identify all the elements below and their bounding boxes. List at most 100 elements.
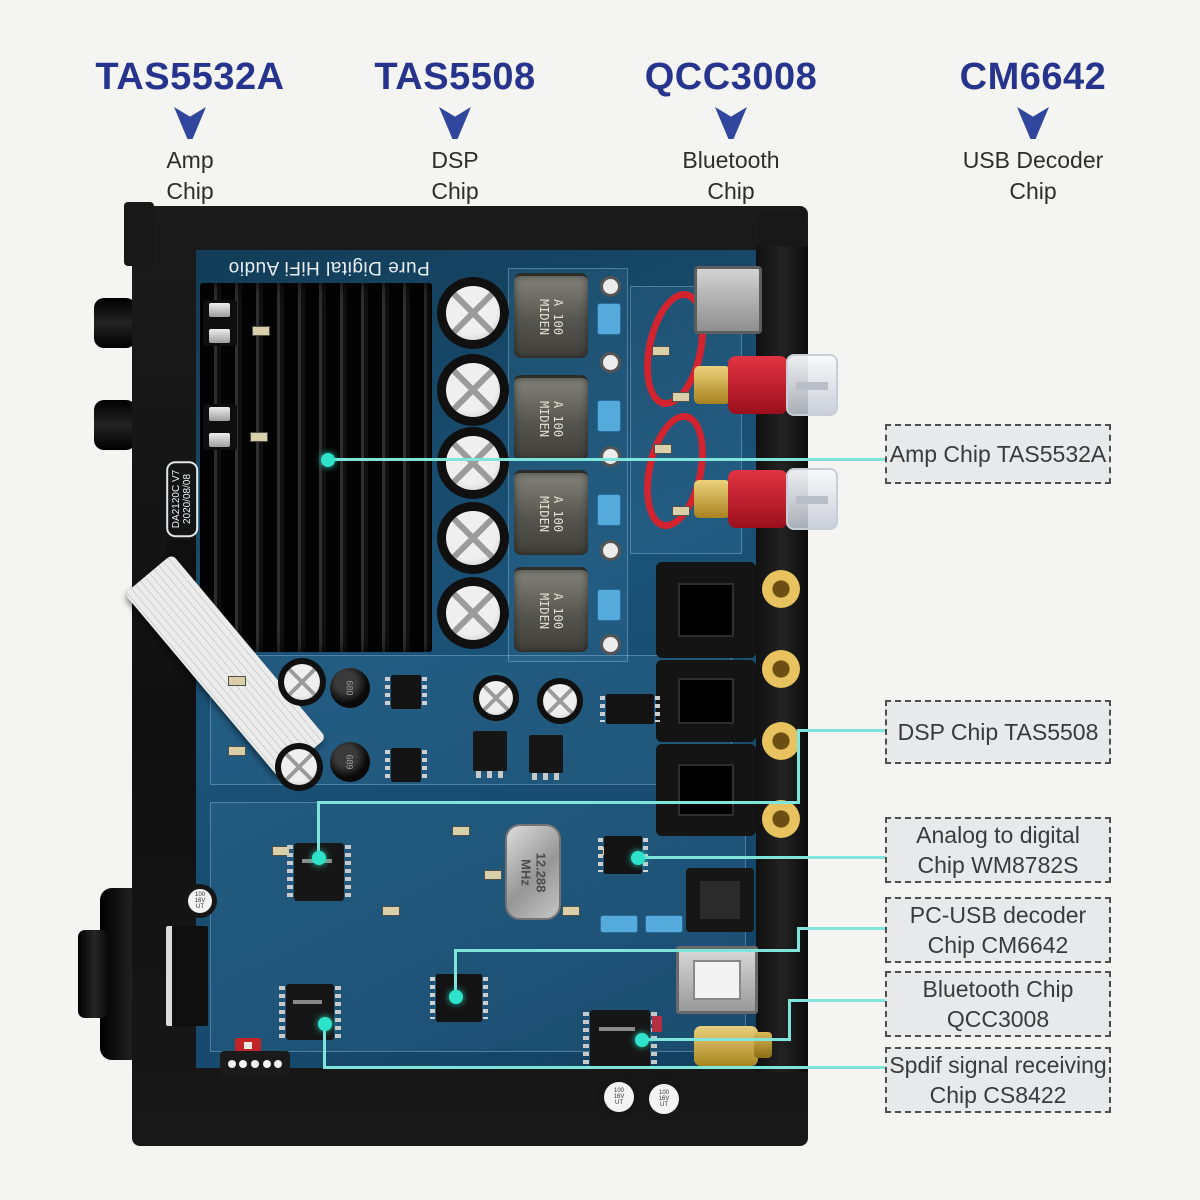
film-cap-text: MIDEN: [537, 592, 551, 630]
mount-hole: [600, 446, 621, 467]
electrolytic-capacitor: [537, 678, 583, 724]
antenna-connector: [694, 1026, 772, 1066]
smd-component: [382, 906, 400, 916]
callout-box-dsp: DSP Chip TAS5508: [885, 700, 1111, 764]
mount-hole: [600, 276, 621, 297]
callout-dot: [635, 1033, 649, 1047]
smd-component: [452, 826, 470, 836]
optical-toslink-port: [656, 660, 756, 742]
pin-connector: [203, 404, 237, 450]
electrolytic-capacitor: [437, 354, 509, 426]
smd-resistor: [597, 589, 621, 621]
smd-resistor: [600, 915, 638, 933]
optical-toslink-port: [656, 562, 756, 658]
down-arrow-icon: [715, 107, 747, 139]
callout-line: [328, 458, 885, 461]
callout-line: [637, 856, 885, 859]
smd-component: [484, 870, 502, 880]
callout-text: QCC3008: [946, 1006, 1050, 1032]
audio-jack: [94, 400, 136, 450]
speaker-binding-post: [694, 352, 840, 418]
relay: [166, 926, 208, 1026]
callout-text: Chip CM6642: [927, 932, 1069, 958]
smd-component: [228, 676, 246, 686]
callout-text: Spdif signal receiving: [889, 1052, 1107, 1078]
inductor: 689: [330, 742, 370, 782]
binding-post-cap: [786, 354, 838, 416]
electrolytic-capacitor: [437, 577, 509, 649]
inductor: 680: [330, 668, 370, 708]
smd-component: [672, 506, 690, 516]
callout-text: Analog to digital: [916, 822, 1080, 848]
crystal-oscillator: 12.288 MHz: [505, 824, 561, 920]
film-cap-text: A 100: [551, 400, 565, 438]
film-cap-text: MIDEN: [537, 400, 551, 438]
callout-line: [317, 802, 320, 858]
pin-connector: [203, 300, 237, 346]
callout-line: [641, 1038, 791, 1041]
input-connector: [686, 868, 754, 932]
callout-text: PC-USB decoder: [909, 902, 1087, 928]
electrolytic-capacitor: [473, 675, 519, 721]
rca-jack: [762, 800, 800, 838]
pin-header: [220, 1051, 290, 1077]
electrolytic-capacitor: [437, 427, 509, 499]
chip-role-line: Amp: [166, 147, 214, 173]
chip-name: TAS5508: [374, 56, 536, 98]
chip-name: CM6642: [959, 56, 1107, 98]
smd-component: [252, 326, 270, 336]
rca-jack: [762, 650, 800, 688]
rca-jack: [762, 722, 800, 760]
callout-line: [797, 730, 800, 804]
chip-role-line: USB Decoder: [962, 147, 1104, 173]
callout-box-spdif: Spdif signal receiving Chip CS8422: [885, 1047, 1111, 1113]
callout-line: [323, 1023, 326, 1069]
electrolytic-capacitor: [275, 743, 323, 791]
usb-b-port: [676, 946, 758, 1014]
crystal-text: MHz: [518, 858, 534, 886]
version-label: DA2120C V7 2020/08/08: [150, 456, 214, 542]
binding-post-body: [728, 356, 788, 414]
voltage-regulator: [473, 731, 507, 778]
binding-post-nut: [694, 480, 730, 518]
callout-box-usb: PC-USB decoder Chip CM6642: [885, 897, 1111, 963]
film-cap-text: MIDEN: [537, 298, 551, 336]
callout-dot: [631, 851, 645, 865]
callout-box-bluetooth: Bluetooth Chip QCC3008: [885, 971, 1111, 1037]
power-connector: [694, 266, 762, 334]
callout-dot: [312, 851, 326, 865]
callout-box-amp: Amp Chip TAS5532A: [885, 424, 1111, 484]
callout-line: [323, 1066, 885, 1069]
smd-component: [562, 906, 580, 916]
version-label-line: DA2120C V7: [171, 469, 182, 529]
soic-chip: [600, 694, 660, 724]
callout-line: [454, 950, 457, 998]
callout-text: Chip CS8422: [929, 1082, 1067, 1108]
chip-name: QCC3008: [644, 56, 818, 98]
smd-resistor: [645, 915, 683, 933]
callout-line: [788, 1000, 791, 1041]
callout-line: [797, 927, 885, 930]
film-cap-text: A 100: [551, 495, 565, 533]
speaker-binding-post: [694, 466, 840, 532]
down-arrow-icon: [174, 107, 206, 139]
smd-component: [250, 432, 268, 442]
optical-toslink-port: [656, 744, 756, 836]
chassis-corner-post: [124, 202, 154, 266]
electrolytic-capacitor: [437, 502, 509, 574]
chip-label-cm6642: CM6642 USB Decoder Chip: [903, 56, 1163, 207]
smd-component: [652, 346, 670, 356]
down-arrow-icon: [439, 107, 471, 139]
film-cap-text: A 100: [551, 592, 565, 630]
callout-line: [317, 801, 800, 804]
inductor-label: 680: [345, 680, 355, 696]
mount-hole: [600, 634, 621, 655]
chip-label-tas5508: TAS5508 DSP Chip: [325, 56, 585, 207]
callout-box-adc: Analog to digital Chip WM8782S: [885, 817, 1111, 883]
